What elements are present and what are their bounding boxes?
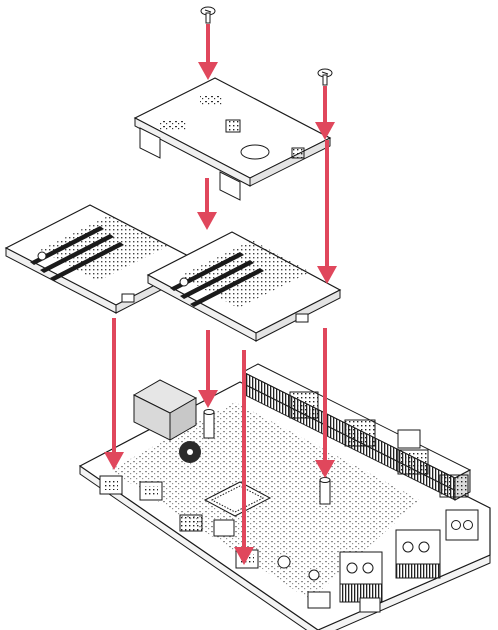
arrow-head <box>317 266 337 284</box>
arrow-head <box>198 62 218 80</box>
io-board-left <box>4 204 202 314</box>
assembly-arrow <box>198 24 218 80</box>
arrow-head <box>315 460 335 478</box>
arrow-head <box>234 547 254 565</box>
assembly-arrow <box>315 328 335 478</box>
assembly-arrows <box>104 24 337 565</box>
assembly-arrow <box>104 318 124 470</box>
base-board <box>78 363 491 630</box>
small-module-board <box>133 77 332 201</box>
ethernet-jack <box>132 379 198 441</box>
io-board-right <box>146 231 342 342</box>
assembly-arrow <box>197 178 217 230</box>
assembly-arrow <box>234 350 254 565</box>
arrow-head <box>198 390 218 408</box>
arrow-head <box>197 212 217 230</box>
processor-chip <box>203 481 272 517</box>
assembly-arrow <box>315 86 335 140</box>
assembly-arrow <box>317 140 337 284</box>
standoff <box>319 477 331 505</box>
screw <box>200 6 216 24</box>
arrow-head <box>315 122 335 140</box>
arrow-head <box>104 452 124 470</box>
terminal-blocks <box>339 509 479 613</box>
standoff <box>203 409 215 439</box>
base-board-edge <box>79 465 491 630</box>
screw <box>317 68 333 86</box>
connector-housings <box>289 391 469 498</box>
assembly-arrow <box>198 330 218 408</box>
